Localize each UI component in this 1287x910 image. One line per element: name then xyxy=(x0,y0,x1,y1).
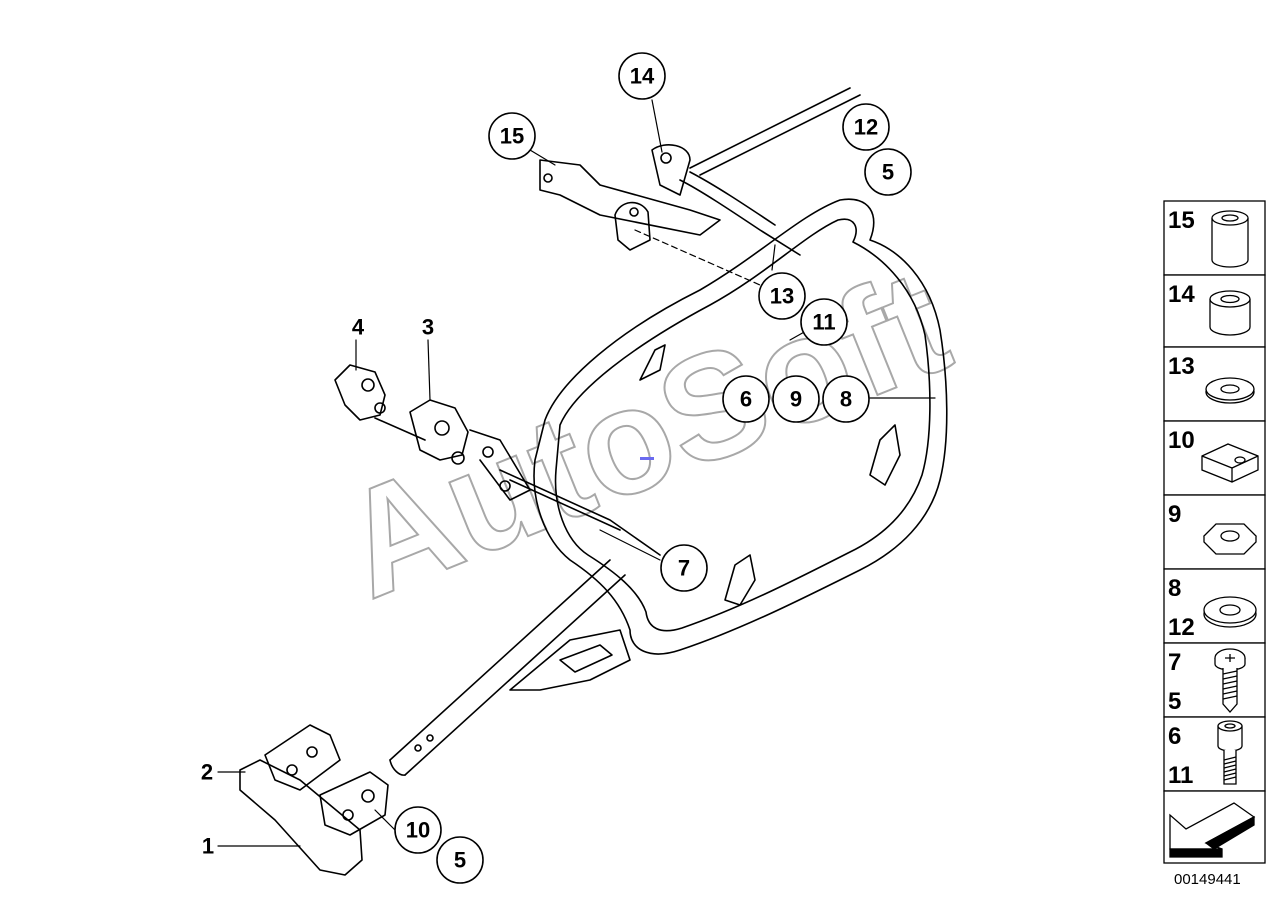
callout-number: 11 xyxy=(812,310,835,335)
legend-cell: 13 xyxy=(1163,346,1266,422)
torx-screw-icon xyxy=(1214,648,1246,713)
direction-arrow-icon xyxy=(1169,802,1256,858)
legend-cell: 15 xyxy=(1163,200,1266,276)
callout-circle xyxy=(758,272,806,320)
callout-c7: 7 xyxy=(660,544,708,592)
callout-c11: 11 xyxy=(800,298,848,346)
callout-c9: 9 xyxy=(772,375,820,423)
legend-number: 13 xyxy=(1168,353,1195,380)
callout-number: 14 xyxy=(630,64,655,89)
legend-number: 9 xyxy=(1168,501,1181,528)
callout-circle xyxy=(618,52,666,100)
legend-number: 8 xyxy=(1168,575,1181,602)
label-l2: 2 xyxy=(201,760,213,785)
callout-number: 7 xyxy=(678,556,690,581)
callout-c13: 13 xyxy=(758,272,806,320)
callout-c10: 10 xyxy=(394,806,442,854)
callout-number: 5 xyxy=(882,160,894,185)
clip-nut-icon xyxy=(1201,443,1259,483)
legend-number: 10 xyxy=(1168,427,1195,454)
socket-head-screw-icon xyxy=(1217,720,1243,785)
blue-marker xyxy=(640,457,654,460)
callout-c12: 12 xyxy=(842,103,890,151)
callout-circle xyxy=(722,375,770,423)
callout-circle xyxy=(436,836,484,884)
legend-cell: 10 xyxy=(1163,420,1266,496)
callout-number: 9 xyxy=(790,387,802,412)
legend-number: 15 xyxy=(1168,207,1195,234)
legend-number: 12 xyxy=(1168,614,1195,641)
callout-number: 15 xyxy=(500,124,524,149)
legend-number: 14 xyxy=(1168,281,1195,308)
callout-number: 6 xyxy=(740,387,752,412)
label-group: 4 3 2 1 xyxy=(201,315,434,859)
callout-circle xyxy=(772,375,820,423)
legend-cell: 9 xyxy=(1163,494,1266,570)
washer-icon xyxy=(1205,377,1255,404)
callout-number: 13 xyxy=(770,284,794,309)
callout-circle xyxy=(864,148,912,196)
legend-number: 5 xyxy=(1168,688,1181,715)
legend-number: 11 xyxy=(1168,762,1193,789)
legend-cell: 14 xyxy=(1163,274,1266,348)
flat-washer-icon xyxy=(1203,596,1257,628)
callout-c8: 8 xyxy=(822,375,870,423)
label-l3: 3 xyxy=(422,315,434,340)
callout-circle xyxy=(394,806,442,854)
legend-cell xyxy=(1163,790,1266,864)
callout-circle xyxy=(822,375,870,423)
callout-c14: 14 xyxy=(618,52,666,100)
spacer-sleeve-long-icon xyxy=(1211,210,1249,268)
callout-number: 10 xyxy=(406,818,430,843)
legend-number: 7 xyxy=(1168,649,1181,676)
callout-circle xyxy=(800,298,848,346)
callout-circle xyxy=(488,112,536,160)
frame-drawing xyxy=(217,87,948,876)
legend-cell: 75 xyxy=(1163,642,1266,718)
label-l4: 4 xyxy=(352,315,365,340)
legend-cell: 812 xyxy=(1163,568,1266,644)
legend-cell: 611 xyxy=(1163,716,1266,792)
hex-nut-icon xyxy=(1203,523,1257,555)
callout-number: 8 xyxy=(840,387,852,412)
callout-number: 12 xyxy=(854,115,878,140)
callout-c6: 6 xyxy=(722,375,770,423)
spacer-sleeve-short-icon xyxy=(1209,290,1251,336)
label-l1: 1 xyxy=(202,834,214,859)
callout-c5a: 5 xyxy=(864,148,912,196)
callout-circle xyxy=(660,544,708,592)
callout-c5b: 5 xyxy=(436,836,484,884)
callout-circle xyxy=(842,103,890,151)
callout-number: 5 xyxy=(454,848,466,873)
legend-number: 6 xyxy=(1168,723,1181,750)
callout-c15: 15 xyxy=(488,112,536,160)
reference-number: 00149441 xyxy=(1174,871,1241,888)
watermark-text: AutoSoft xyxy=(319,237,969,630)
